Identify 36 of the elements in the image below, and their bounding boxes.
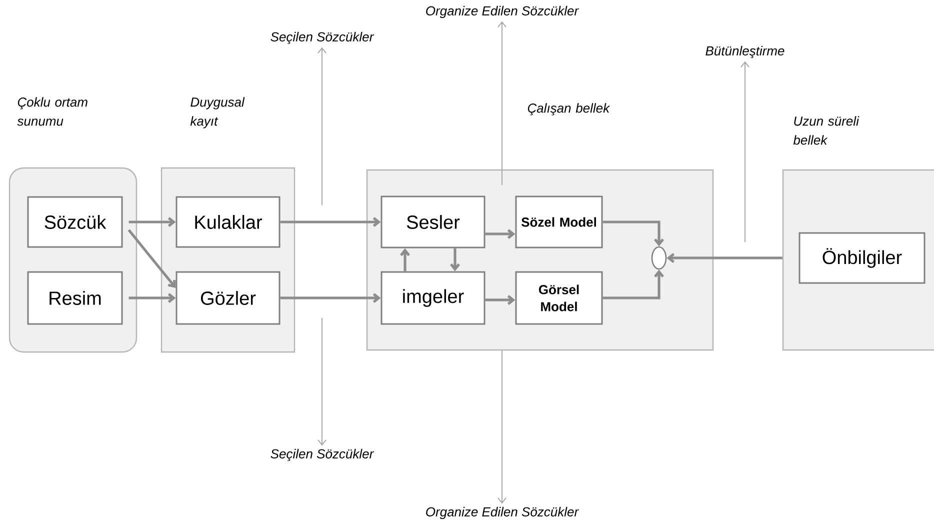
process-box: Gözler [176, 271, 280, 325]
arrow [450, 248, 460, 272]
flow-label: Seçilen Sözcükler [270, 448, 374, 462]
group-heading: Çalışan bellek [528, 103, 610, 116]
merge-circle [651, 246, 667, 270]
flow-label: Organize Edilen Sözcükler [426, 506, 579, 520]
group-heading: Çoklu ortam sunumu [17, 97, 88, 126]
arrow [280, 216, 381, 227]
arrow [318, 317, 326, 446]
arrow [128, 216, 176, 227]
group-heading: Uzun süreli bellek [793, 116, 860, 145]
process-box: Kulaklar [176, 196, 280, 248]
process-box: Sesler [380, 196, 486, 248]
arrow [498, 21, 506, 186]
model-box: Görsel Model [515, 271, 603, 325]
arrow [318, 47, 326, 206]
process-box: Sözcük [27, 196, 123, 248]
process-box: Önbilgiler [798, 232, 926, 284]
model-box: Sözel Model [515, 196, 603, 248]
flow-label: Organize Edilen Sözcükler [426, 6, 579, 18]
arrow [485, 228, 516, 239]
arrow [602, 270, 664, 300]
arrow [498, 350, 506, 504]
arrow [740, 61, 750, 242]
process-box: Resim [27, 271, 123, 325]
arrow [128, 229, 176, 288]
arrow [666, 252, 782, 263]
arrow [485, 294, 516, 305]
group-heading: Duygusal kayıt [190, 97, 245, 128]
flow-label: Seçilen Sözcükler [270, 32, 374, 44]
arrow [400, 248, 410, 272]
arrow [128, 292, 176, 303]
flow-label: Bütünleştirme [706, 46, 784, 58]
arrow [280, 292, 381, 303]
process-box: imgeler [380, 271, 486, 325]
arrow [602, 220, 664, 246]
